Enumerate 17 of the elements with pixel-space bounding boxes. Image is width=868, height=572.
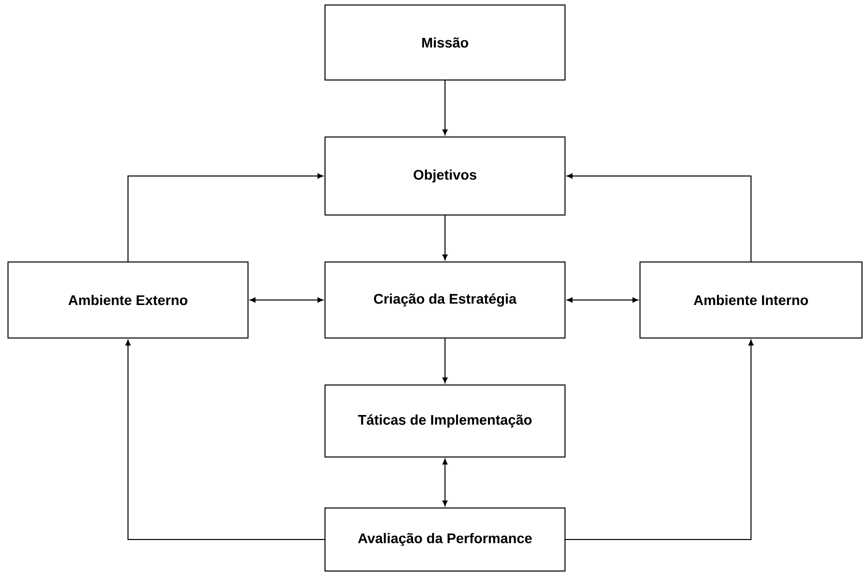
arrow bbox=[128, 173, 324, 262]
arrow bbox=[442, 80, 448, 136]
process-box: Missão bbox=[324, 4, 566, 80]
arrow bbox=[250, 297, 324, 303]
process-box: Ambiente Interno bbox=[640, 262, 862, 338]
arrow bbox=[565, 340, 754, 540]
process-box: Criação da Estratégia bbox=[324, 262, 566, 338]
process-box: Avaliação da Performance bbox=[324, 508, 566, 572]
process-box: Objetivos bbox=[324, 136, 566, 216]
arrow bbox=[442, 458, 448, 506]
arrow bbox=[442, 215, 448, 260]
process-box: Ambiente Externo bbox=[8, 262, 248, 338]
arrow bbox=[442, 338, 448, 384]
process-box: Táticas de Implementação bbox=[324, 384, 566, 458]
arrow bbox=[125, 340, 325, 540]
arrow bbox=[566, 297, 638, 303]
arrow bbox=[566, 173, 752, 262]
